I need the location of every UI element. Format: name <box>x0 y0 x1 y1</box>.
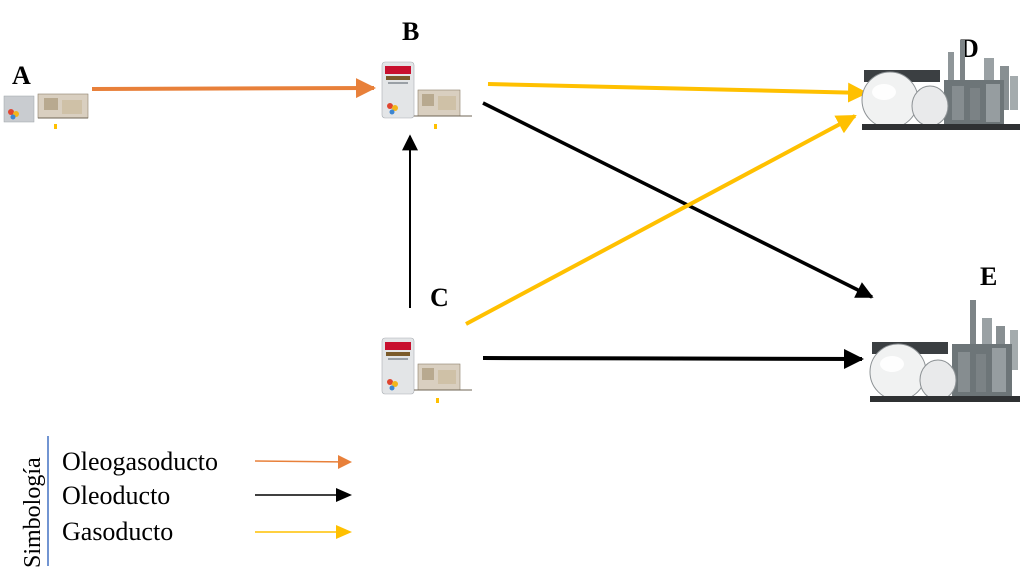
edge-b-to-d-gasoducto <box>487 82 868 103</box>
edge-c-to-e-oleoducto <box>482 348 864 369</box>
node-d: D <box>861 34 1020 130</box>
legend-label-oleogasoducto: Oleogasoducto <box>62 447 218 476</box>
node-c: C <box>381 283 472 403</box>
edges-layer <box>91 78 874 369</box>
refinery-icon <box>869 300 1020 402</box>
pemex-platform-icon <box>381 337 472 403</box>
node-a: A <box>3 61 89 129</box>
legend-label-gasoducto: Gasoducto <box>62 517 173 546</box>
node-a-label: A <box>12 61 31 90</box>
node-c-label: C <box>430 283 449 312</box>
edge-b-to-e-oleoducto <box>482 101 874 299</box>
legend-arrowhead-oleogasoducto <box>338 455 352 469</box>
node-b-label: B <box>402 17 419 46</box>
edge-c-to-d-gasoducto <box>465 114 857 326</box>
legend-arrowhead-oleoducto <box>336 488 352 502</box>
node-e: E <box>869 262 1020 402</box>
well-platform-icon <box>3 93 89 129</box>
legend-title: Simbología <box>20 457 46 568</box>
legend: Simbología Oleogasoducto Oleoducto Gasod… <box>20 436 352 568</box>
pemex-platform-icon <box>381 61 472 129</box>
legend-arrow-oleogasoducto <box>254 460 351 463</box>
edge-a-to-b-oleogasoducto <box>91 78 376 99</box>
refinery-icon <box>861 40 1020 130</box>
node-b: B <box>381 17 472 129</box>
node-e-label: E <box>980 262 997 291</box>
legend-arrowhead-gasoducto <box>336 525 352 539</box>
legend-label-oleoducto: Oleoducto <box>62 481 170 510</box>
